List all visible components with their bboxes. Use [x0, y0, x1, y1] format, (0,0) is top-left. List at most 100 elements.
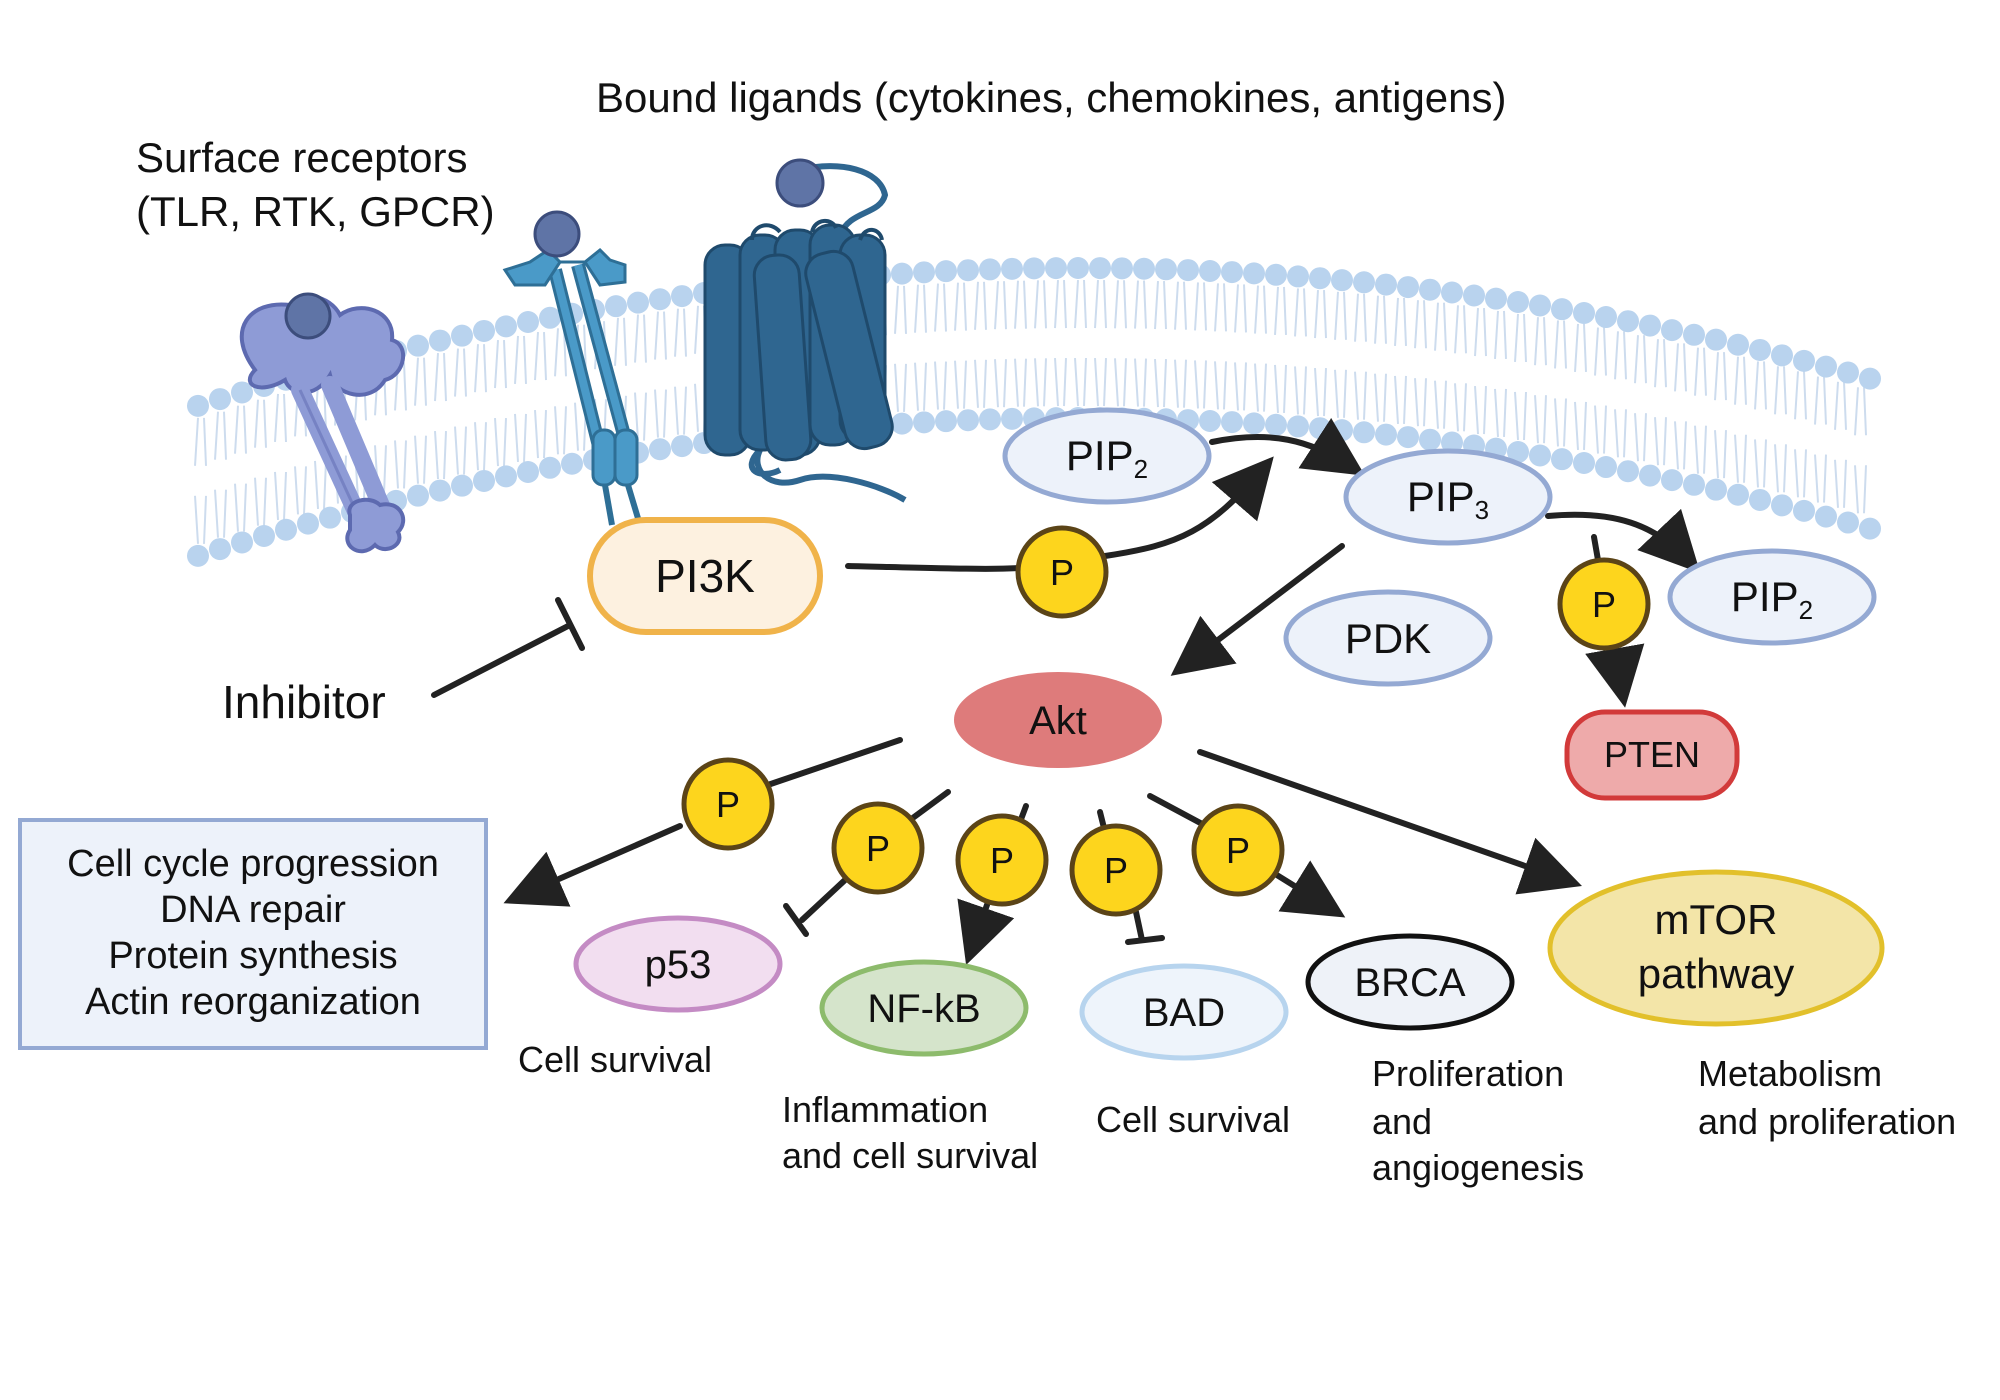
brca-label: BRCA [1354, 961, 1465, 1005]
lipid-tail [1654, 339, 1667, 466]
lipid-tail [1694, 347, 1707, 474]
box-line-3: Protein synthesis [108, 935, 397, 977]
brca-caption-line3: angiogenesis [1372, 1147, 1584, 1188]
receptors-heading-line1: Surface receptors [136, 134, 468, 181]
brca-caption-line1: Proliferation [1372, 1053, 1564, 1094]
lipid-head [1375, 273, 1397, 296]
inhibitor-bar [555, 597, 585, 651]
phosphate-badge-brca: P [1191, 803, 1285, 897]
pip3-to-pip2-arrow [1545, 508, 1701, 574]
lipid-head [979, 258, 1001, 281]
lipid-tail [434, 352, 447, 480]
lipid-head [1639, 314, 1661, 337]
mtor-label-line2: pathway [1638, 950, 1794, 997]
pdk-label: PDK [1345, 615, 1431, 662]
lipid-tail [394, 362, 407, 489]
phosphate-badge-nfkb: P [955, 813, 1049, 907]
bad-node: BAD [1079, 963, 1289, 1061]
lipid-head [1067, 257, 1089, 280]
lipid-head [297, 512, 319, 535]
lipid-tail [1234, 284, 1247, 411]
lipid-head [649, 288, 671, 311]
lipid-head [1837, 361, 1859, 384]
lipid-head [913, 261, 935, 284]
lipid-head [1045, 257, 1067, 280]
pi3k-node: PI3K [587, 517, 823, 635]
lipid-head [1617, 460, 1639, 483]
nfkb-node: NF-kB [819, 959, 1029, 1057]
lipid-head [1507, 290, 1529, 313]
lipid-head [605, 295, 627, 318]
lipid-tail [1454, 305, 1467, 432]
lipid-head [1265, 413, 1287, 436]
svg-text:PIP2: PIP2 [1731, 573, 1813, 625]
p-to-nfkb-arrow [957, 898, 1015, 966]
lipid-head [1529, 294, 1551, 317]
lipid-tail [1574, 323, 1587, 451]
lipid-head [1331, 419, 1353, 442]
lipid-head [1221, 411, 1243, 434]
lipid-head [231, 381, 253, 404]
lipid-head [1001, 257, 1023, 280]
phosphate-label: P [1050, 552, 1074, 593]
lipid-head [1287, 265, 1309, 288]
lipid-head [451, 474, 473, 497]
akt-to-box-arrow [503, 823, 683, 907]
lipid-head [539, 306, 561, 329]
pip2-to-pip3-arrow [1209, 417, 1366, 476]
bad-label: BAD [1143, 991, 1225, 1035]
lipid-head [913, 411, 935, 434]
lipid-tail [1494, 310, 1507, 438]
phosphate-label: P [990, 840, 1014, 881]
lipid-head [209, 388, 231, 411]
svg-text:PIP3: PIP3 [1407, 473, 1489, 525]
lipid-head [1815, 355, 1837, 378]
lipid-head [1243, 412, 1265, 435]
receptors-heading-line2: (TLR, RTK, GPCR) [136, 188, 495, 235]
lipid-head [275, 518, 297, 541]
lipid-tail [1194, 282, 1207, 409]
lipid-head [429, 479, 451, 502]
lipid-tail [1834, 381, 1847, 508]
lipid-tail [1214, 283, 1227, 410]
inhibitor-line [431, 622, 573, 698]
lipid-head [1749, 338, 1771, 361]
lipid-tail [214, 411, 227, 538]
lipid-head [1265, 263, 1287, 286]
lipid-head [1727, 333, 1749, 356]
lipid-head [429, 329, 451, 352]
lipid-tail [1054, 280, 1067, 407]
lipid-head [671, 285, 693, 308]
lipid-tail [614, 317, 627, 444]
lipid-tail [1794, 371, 1807, 498]
lipid-tail [934, 283, 947, 410]
phosphate-label: P [1104, 850, 1128, 891]
lipid-head [495, 465, 517, 488]
lipid-head [1485, 287, 1507, 310]
lipid-tail [914, 284, 927, 411]
ligands-heading: Bound ligands (cytokines, chemokines, an… [596, 74, 1507, 121]
lipid-head [957, 409, 979, 432]
lipid-head [253, 525, 275, 548]
lipid-head [1771, 344, 1793, 367]
p53-node: p53 [573, 915, 783, 1013]
lipid-tail [414, 357, 427, 484]
lipid-tail [1034, 280, 1047, 407]
lipid-tail [1814, 376, 1827, 503]
lipid-head [1397, 276, 1419, 299]
lipid-head [1133, 257, 1155, 280]
lipid-tail [1674, 343, 1687, 470]
lipid-head [1793, 499, 1815, 522]
lipid-tail [1614, 331, 1627, 458]
lipid-head [473, 469, 495, 492]
akt-to-p53-line [907, 789, 951, 823]
pip3-node: PIP3 [1343, 448, 1553, 546]
lipid-head [561, 452, 583, 475]
lipid-head [407, 334, 429, 357]
lipid-tail [194, 417, 207, 544]
phosphate-badge-p53: P [831, 801, 925, 895]
lipid-head [1331, 269, 1353, 292]
lipid-tail [514, 335, 527, 463]
lipid-head [1771, 494, 1793, 517]
lipid-tail [1114, 280, 1127, 407]
